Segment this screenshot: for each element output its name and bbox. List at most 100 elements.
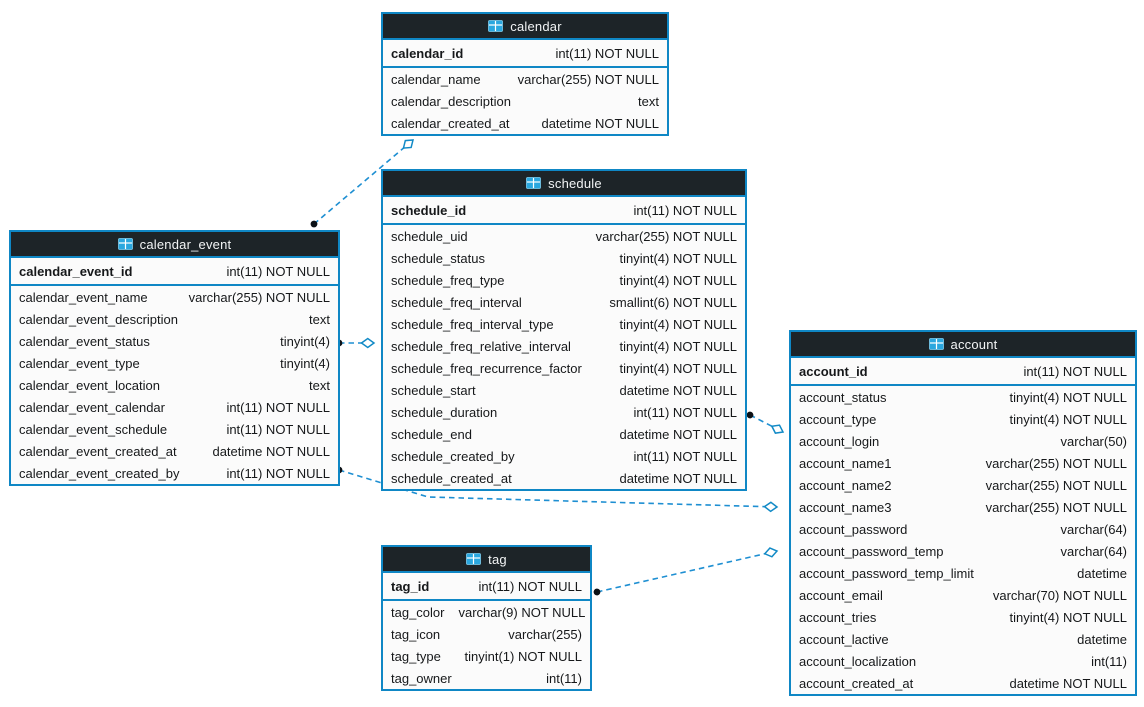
entity-title: tag	[488, 551, 507, 567]
field-name: account_id	[799, 363, 868, 379]
field-type: int(11) NOT NULL	[633, 404, 737, 420]
field-name: calendar_id	[391, 45, 464, 61]
field-type: varchar(255)	[508, 626, 582, 642]
field-name: account_lactive	[799, 631, 889, 647]
entity-header-schedule[interactable]: schedule	[383, 171, 745, 197]
field-name: account_name2	[799, 477, 892, 493]
field-name: calendar_event_type	[19, 355, 140, 371]
field-row: calendar_event_created_at datetime NOT NU…	[11, 440, 338, 462]
field-type: varchar(9) NOT NULL	[458, 604, 586, 620]
field-name: account_email	[799, 587, 883, 603]
entity-title: calendar_event	[139, 236, 232, 252]
field-type: int(11) NOT NULL	[555, 45, 659, 61]
entity-header-tag[interactable]: tag	[383, 547, 590, 573]
entity-title: schedule	[548, 175, 602, 191]
field-type: datetime NOT NULL	[541, 115, 659, 131]
field-name: account_created_at	[799, 675, 914, 691]
table-icon	[526, 177, 542, 189]
field-type: tinyint(4) NOT NULL	[619, 338, 737, 354]
field-type: varchar(64)	[1060, 543, 1127, 559]
field-name: calendar_name	[391, 71, 481, 87]
field-name: calendar_event_created_by	[19, 465, 180, 481]
field-row: calendar_event_created_by int(11) NOT NUL…	[11, 462, 338, 484]
table-icon	[466, 553, 482, 565]
field-row: account_name1 varchar(255) NOT NULL	[791, 452, 1135, 474]
field-type: tinyint(4) NOT NULL	[1009, 411, 1127, 427]
field-type: text	[309, 377, 330, 393]
field-type: datetime NOT NULL	[212, 443, 330, 459]
field-type: int(11) NOT NULL	[226, 465, 330, 481]
entity-title: account	[950, 336, 998, 352]
field-name: schedule_status	[391, 250, 485, 266]
entity-calendar[interactable]: calendar calendar_id int(11) NOT NULL calen…	[381, 12, 669, 136]
field-name: schedule_created_at	[391, 470, 512, 486]
field-type: int(11)	[1091, 653, 1127, 669]
field-name: calendar_event_status	[19, 333, 150, 349]
field-type: tinyint(4) NOT NULL	[619, 272, 737, 288]
field-type: datetime	[1077, 565, 1127, 581]
relationship-line-calendar_event-calendar[interactable]	[310, 139, 414, 228]
field-type: varchar(255) NOT NULL	[985, 455, 1127, 471]
field-name: schedule_end	[391, 426, 472, 442]
entity-header-calendar[interactable]: calendar	[383, 14, 667, 40]
field-type: int(11)	[546, 670, 582, 686]
field-name: schedule_freq_relative_interval	[391, 338, 571, 354]
field-row: account_name2 varchar(255) NOT NULL	[791, 474, 1135, 496]
field-name: calendar_description	[391, 93, 511, 109]
field-type: text	[309, 311, 330, 327]
field-type: tinyint(4)	[280, 333, 330, 349]
field-type: tinyint(4) NOT NULL	[1009, 609, 1127, 625]
field-row: schedule_end datetime NOT NULL	[383, 423, 745, 445]
field-type: int(11) NOT NULL	[633, 202, 737, 218]
field-name: calendar_event_created_at	[19, 443, 177, 459]
field-type: varchar(255) NOT NULL	[985, 477, 1127, 493]
relationship-line-tag-account[interactable]	[593, 547, 779, 596]
field-type: tinyint(4) NOT NULL	[619, 360, 737, 376]
field-type: int(11) NOT NULL	[226, 399, 330, 415]
field-name: calendar_event_schedule	[19, 421, 168, 437]
field-name: schedule_uid	[391, 228, 468, 244]
field-type: tinyint(4) NOT NULL	[619, 316, 737, 332]
field-row: schedule_freq_relative_interval tinyint(4…	[383, 335, 745, 357]
entity-header-calendar_event[interactable]: calendar_event	[11, 232, 338, 258]
field-type: datetime NOT NULL	[619, 426, 737, 442]
field-row: account_created_at datetime NOT NULL	[791, 672, 1135, 694]
field-type: int(11) NOT NULL	[478, 578, 582, 594]
relationship-line-calendar_event-account[interactable]	[335, 466, 779, 513]
field-name: calendar_created_at	[391, 115, 510, 131]
field-name: account_login	[799, 433, 880, 449]
field-type: tinyint(4) NOT NULL	[1009, 389, 1127, 405]
field-name: account_name1	[799, 455, 892, 471]
field-name: schedule_freq_type	[391, 272, 505, 288]
field-type: datetime NOT NULL	[1009, 675, 1127, 691]
field-type: varchar(255) NOT NULL	[188, 289, 330, 305]
field-name: tag_owner	[391, 670, 452, 686]
relationship-line-schedule-account[interactable]	[746, 411, 785, 434]
entity-header-account[interactable]: account	[791, 332, 1135, 358]
field-name: account_password_temp_limit	[799, 565, 974, 581]
